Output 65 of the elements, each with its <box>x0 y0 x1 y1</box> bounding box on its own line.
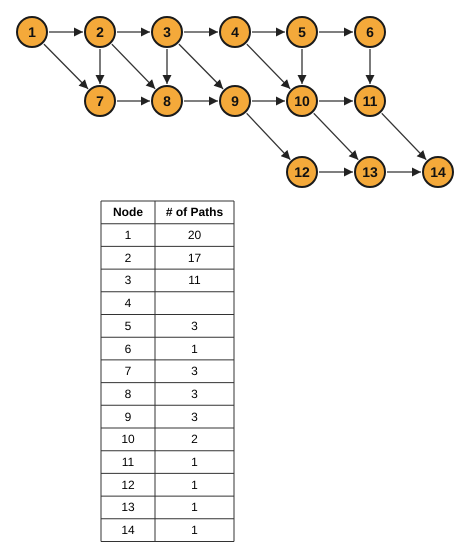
table-header: Node <box>112 204 144 222</box>
node-circle: 6 <box>354 16 386 48</box>
node-number: 11 <box>120 454 136 472</box>
path-count: 3 <box>190 363 199 380</box>
arrow <box>297 49 307 84</box>
node-number: 13 <box>120 499 136 516</box>
path-count: 11 <box>187 272 202 290</box>
path-count: 3 <box>190 318 199 335</box>
arrow <box>319 27 353 37</box>
node-circle: 8 <box>151 85 183 117</box>
path-count: 3 <box>190 408 199 426</box>
arrow <box>319 96 353 106</box>
arrow <box>246 112 291 160</box>
arrow <box>252 96 285 106</box>
node-circle: 2 <box>84 16 116 48</box>
arrow <box>319 167 353 177</box>
path-count: 2 <box>190 431 199 448</box>
node-number: 4 <box>124 295 132 312</box>
arrow <box>95 49 105 84</box>
path-count: 1 <box>190 522 199 540</box>
arrow <box>313 112 359 160</box>
node-circle: 14 <box>422 156 454 188</box>
path-count: 1 <box>190 476 199 494</box>
node-circle: 4 <box>219 16 251 48</box>
path-count: 1 <box>190 340 199 358</box>
table-header: # of Paths <box>164 204 224 222</box>
node-number: 1 <box>124 227 132 244</box>
node-circle: 10 <box>286 85 318 117</box>
path-count: 17 <box>186 250 202 267</box>
arrow <box>381 112 427 160</box>
arrow <box>246 44 291 90</box>
arrow <box>162 49 172 84</box>
node-circle: 7 <box>84 85 116 117</box>
node-number: 9 <box>124 408 132 426</box>
path-count: 3 <box>190 386 199 403</box>
arrow <box>111 44 156 90</box>
node-number: 3 <box>124 272 132 290</box>
node-circle: 11 <box>354 85 386 117</box>
node-circle: 3 <box>151 16 183 48</box>
arrow <box>387 167 421 177</box>
arrow <box>365 49 375 84</box>
arrow <box>117 27 150 37</box>
arrow <box>49 27 83 37</box>
arrow <box>43 44 89 90</box>
arrow <box>184 27 218 37</box>
node-circle: 5 <box>286 16 318 48</box>
arrow <box>178 44 224 90</box>
node-number: 8 <box>124 386 132 403</box>
node-number: 6 <box>124 340 132 358</box>
node-circle: 12 <box>286 156 318 188</box>
node-number: 7 <box>124 363 132 380</box>
node-number: 12 <box>120 476 136 494</box>
node-number: 2 <box>124 250 132 267</box>
node-number: 14 <box>120 522 136 540</box>
arrow <box>117 96 150 106</box>
arrow <box>252 27 285 37</box>
path-count: 20 <box>186 227 202 244</box>
node-number: 10 <box>120 431 136 448</box>
path-count: 1 <box>190 454 199 472</box>
arrow <box>184 96 218 106</box>
node-circle: 1 <box>16 16 48 48</box>
node-circle: 9 <box>219 85 251 117</box>
node-circle: 13 <box>354 156 386 188</box>
path-count: 1 <box>190 499 199 516</box>
node-number: 5 <box>124 318 132 335</box>
